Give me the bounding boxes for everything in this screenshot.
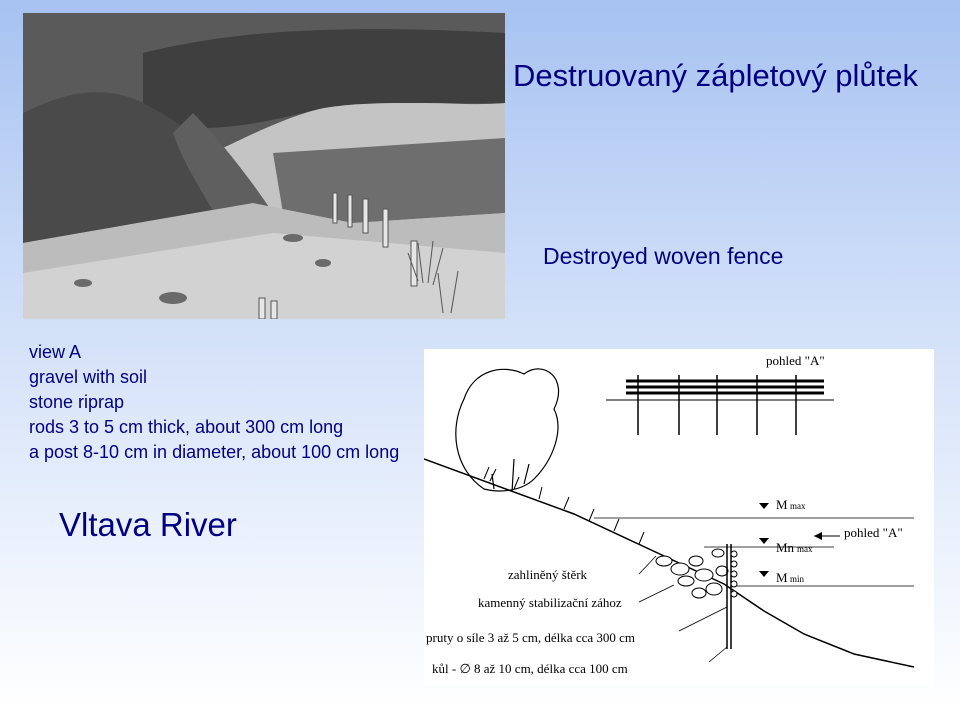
legend-view-a: view A [29, 342, 82, 362]
legend-rods: rods 3 to 5 cm thick, about 300 cm long [29, 417, 344, 437]
page-subtitle: Destroyed woven fence [543, 243, 784, 269]
legend-post: a post 8-10 cm in diameter, about 100 cm… [29, 442, 400, 462]
label-pohled-top: pohled "A" [766, 353, 825, 368]
tree [455, 368, 560, 493]
fence-photo [23, 13, 505, 319]
view-arrow [814, 532, 840, 540]
legend: view A gravel with soil stone riprap rod… [29, 340, 399, 465]
label-gravel: zahliněný štěrk [508, 567, 588, 582]
label-riprap: kamenný stabilizační zához [478, 595, 622, 610]
legend-riprap: stone riprap [29, 392, 125, 412]
label-post: kůl - ∅ 8 až 10 cm, délka cca 100 cm [432, 661, 628, 676]
label-m-min: M [776, 570, 788, 585]
fence-photo-drawing [23, 13, 505, 319]
label-rods: pruty o síle 3 až 5 cm, délka cca 300 cm [426, 630, 635, 645]
label-mn-max-sub: max [797, 544, 813, 554]
label-m-min-sub: min [790, 574, 805, 584]
rods [730, 550, 738, 598]
page-title: Destruovaný zápletový plůtek [513, 58, 918, 93]
legend-gravel: gravel with soil [29, 367, 148, 387]
label-mn-max: Mn [776, 540, 795, 555]
stone-riprap [655, 548, 729, 599]
label-m-max: M [776, 497, 788, 512]
top-view-fence [606, 375, 834, 435]
cross-section-diagram: pohled "A" M max Mn max M min [423, 349, 934, 685]
river-name: Vltava River [59, 506, 237, 543]
post [726, 544, 732, 649]
label-pohled-side: pohled "A" [844, 525, 903, 540]
cross-section-drawing: pohled "A" M max Mn max M min [423, 353, 915, 676]
label-m-max-sub: max [790, 501, 806, 511]
